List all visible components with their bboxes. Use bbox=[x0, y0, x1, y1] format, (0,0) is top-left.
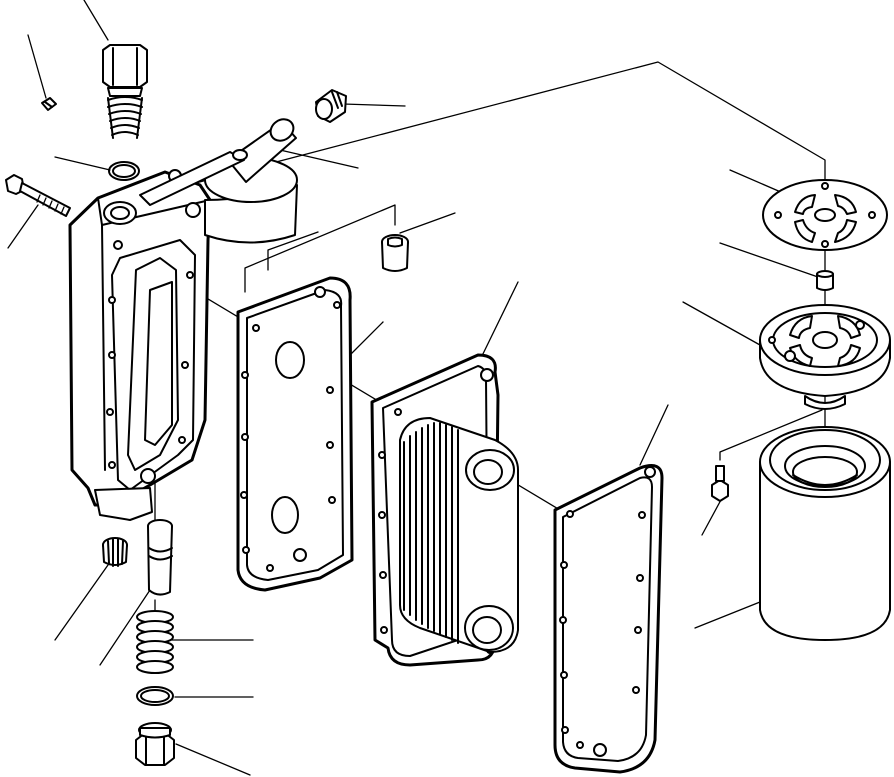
oil-filter-cartridge bbox=[759, 426, 891, 641]
filter-bolt bbox=[711, 465, 729, 502]
leader-lines bbox=[7, 0, 819, 776]
set-screw bbox=[41, 97, 57, 111]
relief-valve-plug bbox=[102, 44, 148, 139]
drain-plug bbox=[102, 537, 128, 567]
connector-nipple bbox=[381, 234, 409, 272]
valve-spring bbox=[136, 610, 174, 674]
elbow-tube bbox=[139, 118, 298, 244]
cover-gasket bbox=[553, 464, 664, 774]
o-ring-lower bbox=[136, 686, 174, 706]
center-stud bbox=[816, 270, 834, 291]
housing-gasket bbox=[236, 276, 354, 592]
o-ring-upper bbox=[108, 161, 140, 181]
oil-cooler-core bbox=[370, 353, 519, 667]
filter-head-plate bbox=[762, 179, 888, 251]
oil-cooler-housing bbox=[68, 169, 212, 521]
hex-plug bbox=[135, 722, 175, 766]
mounting-bolt bbox=[5, 174, 71, 217]
filter-head bbox=[759, 304, 891, 410]
bypass-valve-piston bbox=[147, 519, 173, 596]
plug-cap bbox=[315, 89, 347, 123]
